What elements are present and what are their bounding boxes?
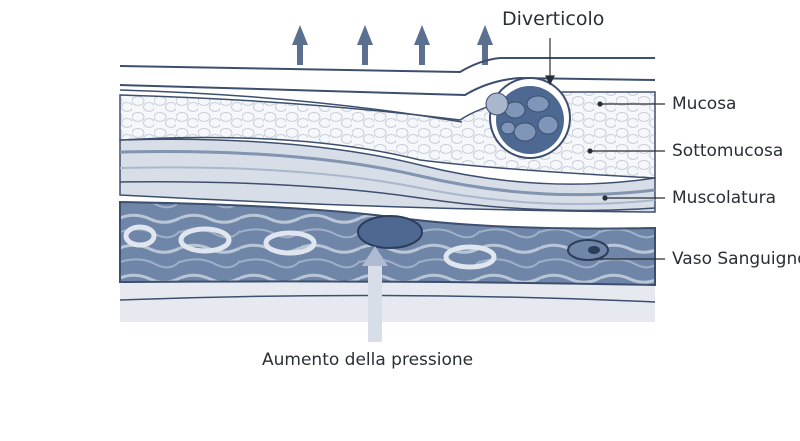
submucosa-layer	[119, 138, 656, 213]
pressure-up-arrows	[292, 25, 493, 65]
label-mucosa: Mucosa	[672, 94, 737, 114]
label-blood-vessel: Vaso Sanguigno	[672, 249, 800, 269]
diverticulum	[485, 77, 571, 159]
up-arrow-icon	[477, 25, 493, 65]
pressure-arrow-icon	[362, 246, 388, 342]
label-muscle: Muscolatura	[672, 188, 777, 208]
label-pressure: Aumento della pressione	[262, 350, 474, 370]
up-arrow-icon	[357, 25, 373, 65]
up-arrow-icon	[292, 25, 308, 65]
label-diverticulum: Diverticolo	[502, 8, 605, 30]
label-submucosa: Sottomucosa	[672, 141, 784, 161]
up-arrow-icon	[414, 25, 430, 65]
blood-vessel	[357, 215, 423, 249]
